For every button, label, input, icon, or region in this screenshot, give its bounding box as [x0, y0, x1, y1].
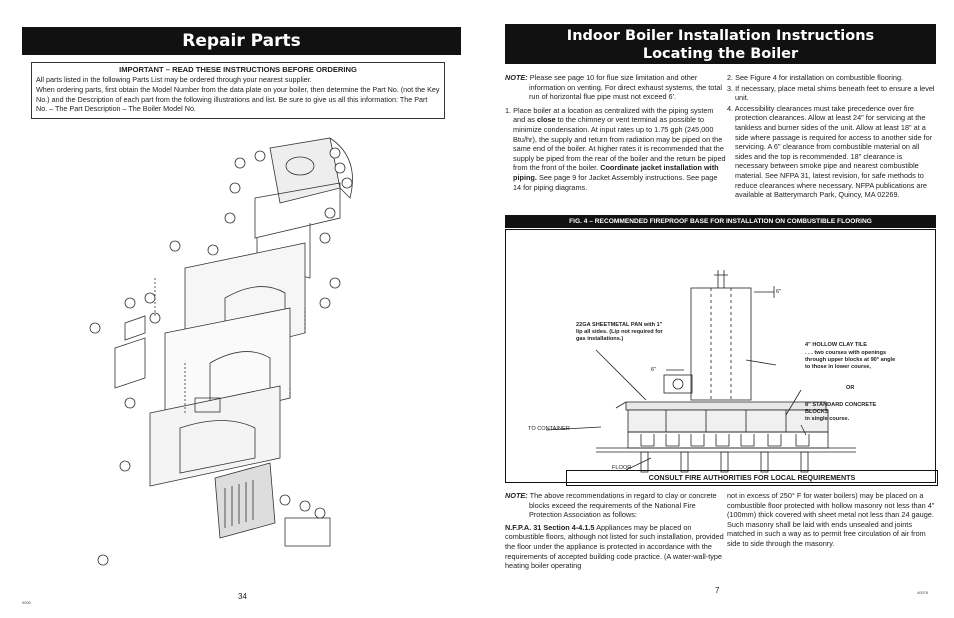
- jacket-front-section: [149, 385, 281, 487]
- installation-title-line-1: Indoor Boiler Installation Instructions: [566, 28, 875, 44]
- exploded-parts-diagram: [89, 137, 353, 566]
- floor-label: FLOOR: [612, 465, 632, 471]
- note2-label: NOTE:: [505, 491, 528, 500]
- six-inch-side-label: 6": [651, 367, 657, 373]
- left-page: Repair Parts IMPORTANT – READ THESE INST…: [22, 27, 461, 605]
- nfpa-text: Appliances may be placed on combustible …: [505, 522, 724, 571]
- item1-part-a: 1. Place boiler at a location as central…: [505, 105, 714, 125]
- figure-4-title: FIG. 4 – RECOMMENDED FIREPROOF BASE FOR …: [505, 215, 936, 228]
- note2-text: The above recommendations in regard to c…: [529, 491, 717, 520]
- item3: 3. If necessary, place metal shims benea…: [727, 83, 935, 103]
- boiler-outline: [663, 270, 752, 401]
- masonry-blocks: [627, 409, 829, 449]
- repair-parts-title: Repair Parts: [22, 27, 461, 55]
- installation-title-line-2: Locating the Boiler: [642, 46, 799, 62]
- right-page-number: 7: [715, 586, 720, 595]
- important-box: IMPORTANT – READ THESE INSTRUCTIONS BEFO…: [31, 62, 445, 119]
- floor-joists: [596, 447, 856, 473]
- item1-part-b: to the chimney or vent terminal as possi…: [513, 115, 726, 173]
- clay-tile-description: . . . two courses with openings through …: [805, 350, 896, 370]
- left-column-text: NOTE: Please see page 10 for flue size l…: [505, 73, 727, 192]
- concrete-blocks-label: 8" STANDARD CONCRETE BLOCKS: [805, 402, 877, 415]
- right-page: Indoor Boiler Installation Instructions …: [477, 0, 954, 618]
- installation-title: Indoor Boiler Installation Instructions …: [505, 24, 936, 64]
- item2: 2. See Figure 4 for installation on comb…: [727, 73, 904, 82]
- right-column-text: 2. See Figure 4 for installation on comb…: [727, 73, 937, 200]
- clay-tile-label: 4" HOLLOW CLAY TILE: [805, 342, 868, 348]
- left-page-number: 34: [238, 592, 247, 601]
- burner-door-part: [214, 462, 331, 547]
- note-label: NOTE:: [505, 73, 528, 82]
- important-heading: IMPORTANT – READ THESE INSTRUCTIONS BEFO…: [119, 65, 357, 74]
- item4: 4. Accessibility clearances must take pr…: [727, 103, 933, 200]
- item1-part-c: See page 9 for Jacket Assembly instructi…: [513, 172, 718, 192]
- key-number-callouts: [89, 147, 353, 566]
- left-footer-code: 0000: [22, 600, 31, 605]
- item1-bold: Coordinate jacket installation with pipi…: [513, 163, 719, 182]
- important-paragraph-1: All parts listed in the following Parts …: [36, 75, 312, 85]
- concrete-blocks-description: in single course.: [805, 416, 850, 422]
- six-inch-top-label: 6": [776, 289, 782, 295]
- right-footer-code: 40076: [917, 590, 929, 595]
- fireproof-base-drawing: [545, 270, 856, 473]
- note-text: Please see page 10 for flue size limitat…: [529, 73, 723, 102]
- or-label: OR: [846, 385, 855, 391]
- to-container-label: TO CONTAINER: [528, 426, 570, 432]
- nfpa-label: N.F.P.A. 31 Section 4-4.1.5: [505, 522, 595, 532]
- leader-lines: [545, 349, 807, 471]
- item1-close: close: [536, 115, 556, 125]
- figure-4-box: CONSULT FIRE AUTHORITIES FOR LOCAL REQUI…: [505, 229, 938, 486]
- bottom-left-text: NOTE: The above recommendations in regar…: [505, 491, 727, 571]
- dimension-lines: [666, 286, 775, 371]
- side-panels-part: [114, 315, 146, 389]
- col2-text: not in excess of 250° F for water boiler…: [727, 491, 935, 548]
- bottom-right-text: not in excess of 250° F for water boiler…: [727, 491, 937, 549]
- pan-label: 22GA SHEETMETAL PAN with 1" lip all side…: [576, 322, 663, 342]
- consult-fire-authorities: CONSULT FIRE AUTHORITIES FOR LOCAL REQUI…: [566, 470, 938, 486]
- sheetmetal-pan: [615, 401, 827, 411]
- important-paragraph-2: When ordering parts, first obtain the Mo…: [36, 85, 440, 113]
